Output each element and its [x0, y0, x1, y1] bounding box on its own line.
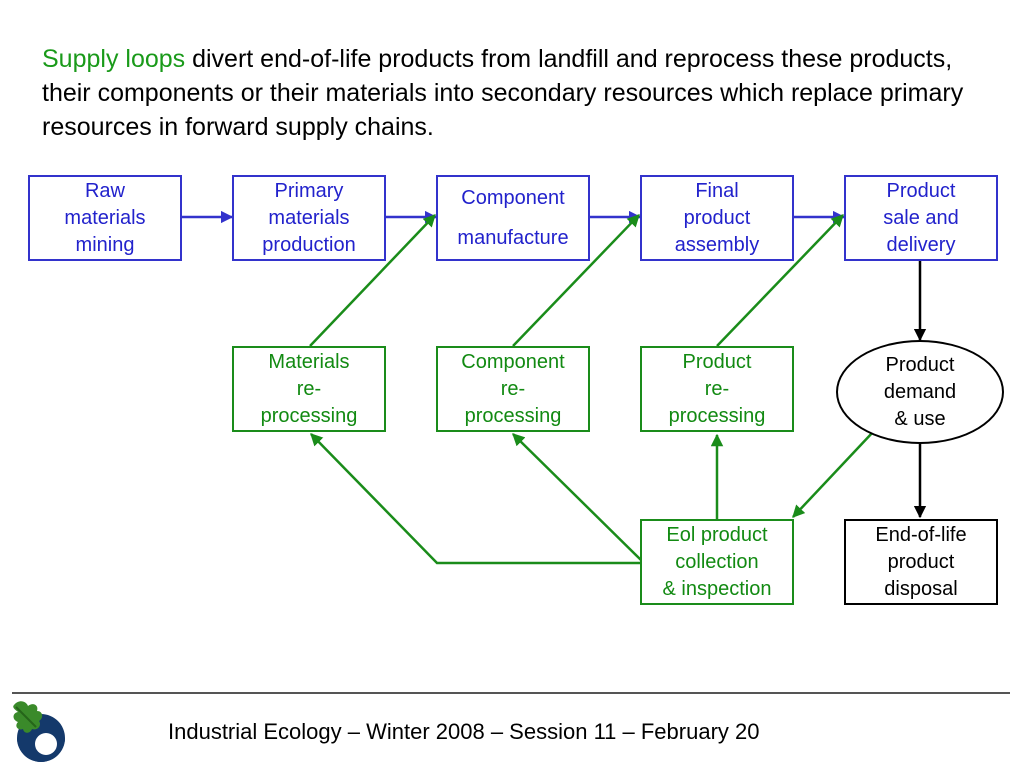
box-product-sale-delivery: Product sale and delivery	[844, 175, 998, 261]
arrow-collection-to-materials-reprocessing	[310, 433, 641, 565]
box-component-reprocessing: Component re- processing	[436, 346, 590, 432]
footer-text: Industrial Ecology – Winter 2008 – Sessi…	[168, 719, 760, 744]
ellipse-product-demand-use: Product demand & use	[836, 340, 1004, 444]
box-end-of-life-disposal: End-of-life product disposal	[844, 519, 998, 605]
oak-leaf-globe-icon	[13, 701, 65, 762]
intro-text: Supply loops divert end-of-life products…	[42, 42, 992, 144]
arrow-component-reprocessing-to-assembly	[512, 214, 640, 347]
arrow-product-reprocessing-to-sale	[716, 214, 844, 347]
arrow-collection-to-component-reprocessing	[512, 433, 642, 561]
intro-body: divert end-of-life products from landfil…	[42, 45, 964, 141]
box-eol-product-collection: Eol product collection & inspection	[640, 519, 794, 605]
box-raw-materials-mining: Raw materials mining	[28, 175, 182, 261]
box-product-reprocessing: Product re- processing	[640, 346, 794, 432]
box-materials-reprocessing: Materials re- processing	[232, 346, 386, 432]
arrow-materials-reprocessing-to-component	[309, 214, 436, 347]
intro-highlight: Supply loops	[42, 45, 186, 73]
box-final-product-assembly: Final product assembly	[640, 175, 794, 261]
box-component-manufacture: Component manufacture	[436, 175, 590, 261]
box-primary-materials-production: Primary materials production	[232, 175, 386, 261]
footer-divider	[12, 692, 1010, 694]
arrow-demand-to-collection	[792, 431, 874, 518]
